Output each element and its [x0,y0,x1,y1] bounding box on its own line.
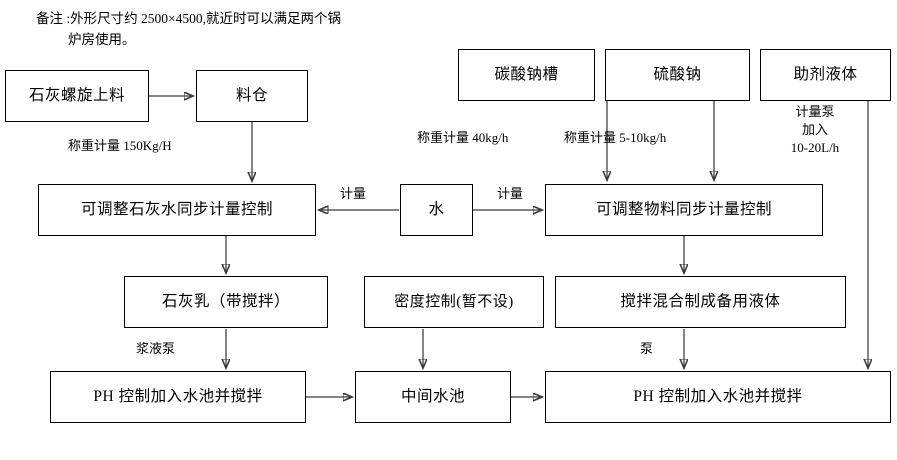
note-line-1: 备注 :外形尺寸约 2500×4500,就近时可以满足两个锅 [36,11,341,26]
node-lime-milk[interactable]: 石灰乳（带搅拌） [124,276,328,328]
edge-label-additive-pump-line1: 计量泵 [795,104,835,119]
edge-label-sulfate-weighing: 称重计量 5-10kg/h [564,130,667,145]
edge-label-pump: 泵 [640,341,654,356]
edge-label-additive-pump-line2: 加入 [801,122,828,137]
node-ph-control-right[interactable]: PH 控制加入水池并搅拌 [545,371,891,423]
edge-label-carbonate-weighing: 称重计量 40kg/h [417,130,509,145]
node-material-sync-control[interactable]: 可调整物料同步计量控制 [545,184,823,236]
node-mixed-spare-liquid[interactable]: 搅拌混合制成备用液体 [555,276,846,328]
edge-label-additive-pump-line3: 10-20L/h [790,140,840,155]
node-density-control[interactable]: 密度控制(暂不设) [364,276,544,328]
node-intermediate-pool[interactable]: 中间水池 [355,371,511,423]
edge-label-metering-right: 计量 [497,186,524,201]
edge-label-slurry-pump: 浆液泵 [136,341,176,356]
node-ph-control-left[interactable]: PH 控制加入水池并搅拌 [50,371,306,423]
node-water[interactable]: 水 [400,184,473,236]
node-sodium-carbonate-tank[interactable]: 碳酸钠槽 [458,49,595,101]
note-line-2: 炉房使用。 [68,32,136,47]
node-lime-water-sync-control[interactable]: 可调整石灰水同步计量控制 [38,184,316,236]
node-silo[interactable]: 料仓 [196,70,308,122]
edge-label-metering-left: 计量 [340,186,367,201]
edge-label-lime-weighing: 称重计量 150Kg/H [68,138,172,153]
node-sodium-sulfate[interactable]: 硫酸钠 [605,49,750,101]
node-additive-liquid[interactable]: 助剂液体 [760,49,891,101]
node-lime-screw-feed[interactable]: 石灰螺旋上料 [5,70,149,122]
